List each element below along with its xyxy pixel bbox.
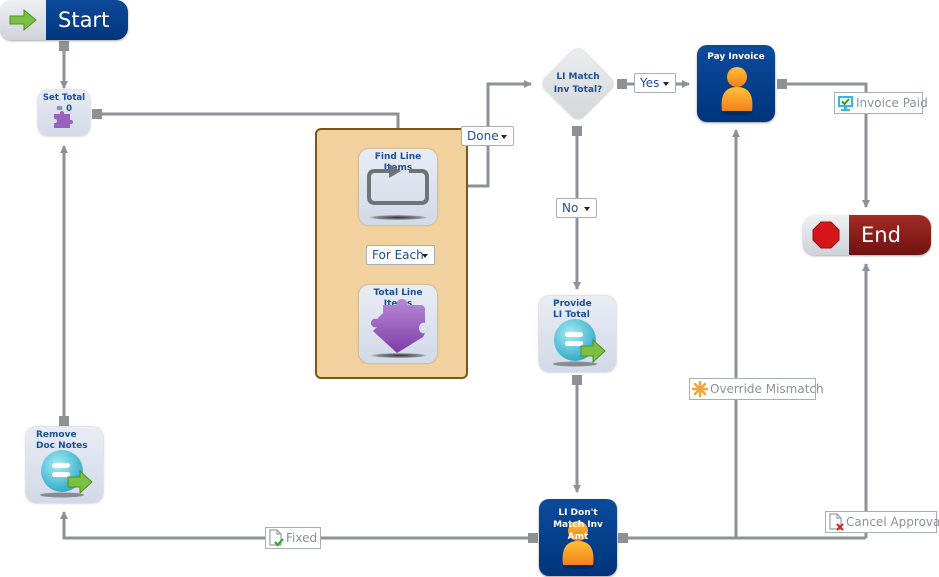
- person-icon: [721, 67, 753, 115]
- stop-sign-icon: [803, 215, 849, 255]
- outcome-invoice-paid[interactable]: Invoice Paid: [834, 92, 928, 114]
- end-node[interactable]: End: [803, 215, 931, 255]
- port: [528, 533, 538, 543]
- yes-label: Yes: [640, 76, 660, 90]
- outcome-override-mismatch[interactable]: Override Mismatch: [689, 378, 824, 400]
- caret-down-icon: [422, 254, 428, 258]
- human-task-li-dont-match[interactable]: LI Don't Match Inv Amt: [539, 499, 617, 576]
- port: [59, 416, 69, 426]
- start-label: Start: [46, 0, 128, 40]
- done-label: Done: [467, 129, 499, 143]
- asterisk-icon: [692, 380, 708, 398]
- puzzle-icon: [371, 299, 425, 353]
- port: [572, 126, 582, 136]
- caret-down-icon: [584, 207, 590, 211]
- document-check-icon: [268, 529, 284, 547]
- port: [777, 79, 787, 89]
- outcome-label: Cancel Approval: [846, 515, 939, 529]
- activity-label: Set Total = 0: [42, 93, 86, 114]
- human-task-label: LI Don't Match Inv Amt: [553, 508, 603, 542]
- caret-down-icon: [663, 82, 669, 86]
- human-task-label: Pay Invoice: [707, 52, 765, 62]
- person-icon: [562, 521, 594, 569]
- activity-set-total[interactable]: Set Total = 0: [38, 90, 90, 136]
- yes-dropdown[interactable]: Yes: [634, 73, 676, 93]
- outcome-fixed[interactable]: Fixed: [265, 527, 321, 549]
- connector-fixed-to-remove-doc-notes: [60, 511, 532, 540]
- activity-remove-doc-notes[interactable]: Remove Doc Notes: [26, 427, 103, 503]
- document-x-icon: [828, 513, 844, 531]
- green-arrow-icon: [0, 0, 46, 40]
- activity-label: Remove Doc Notes: [36, 430, 88, 451]
- for-each-label: For Each: [372, 248, 424, 262]
- outcome-label: Fixed: [286, 531, 318, 545]
- activity-label: Provide LI Total: [553, 299, 592, 320]
- decision-label-line2: Inv Total?: [553, 85, 603, 95]
- port: [618, 533, 628, 543]
- puzzle-icon: [54, 111, 73, 128]
- outcome-label: Invoice Paid: [856, 96, 928, 110]
- outcome-cancel-approval[interactable]: Cancel Approval: [825, 511, 939, 533]
- caret-down-icon: [501, 135, 507, 139]
- assign-icon: [40, 450, 93, 498]
- port: [572, 375, 582, 385]
- activity-find-line-items[interactable]: Find Line Items: [359, 149, 437, 225]
- start-node[interactable]: Start: [0, 0, 128, 40]
- human-task-pay-invoice[interactable]: Pay Invoice: [697, 45, 775, 122]
- activity-provide-li-total[interactable]: Provide LI Total: [539, 296, 616, 372]
- no-dropdown[interactable]: No: [556, 198, 597, 218]
- port: [59, 41, 69, 51]
- decision-label-line1: LI Match: [556, 72, 600, 82]
- activity-label: Find Line Items: [374, 152, 422, 173]
- for-each-dropdown[interactable]: For Each: [366, 245, 435, 265]
- port: [617, 79, 627, 89]
- end-label: End: [849, 215, 931, 255]
- done-dropdown[interactable]: Done: [461, 126, 514, 146]
- monitor-check-icon: [837, 94, 854, 112]
- activity-total-line-items[interactable]: Total Line Items: [359, 285, 437, 363]
- decision-li-match-inv-total[interactable]: LI Match Inv Total?: [539, 45, 617, 123]
- assign-icon: [553, 319, 606, 367]
- no-label: No: [562, 201, 579, 215]
- outcome-label: Override Mismatch: [710, 382, 824, 396]
- port: [92, 109, 102, 119]
- connector-pay-invoice-to-end: [783, 82, 870, 208]
- loop-icon: [367, 164, 429, 205]
